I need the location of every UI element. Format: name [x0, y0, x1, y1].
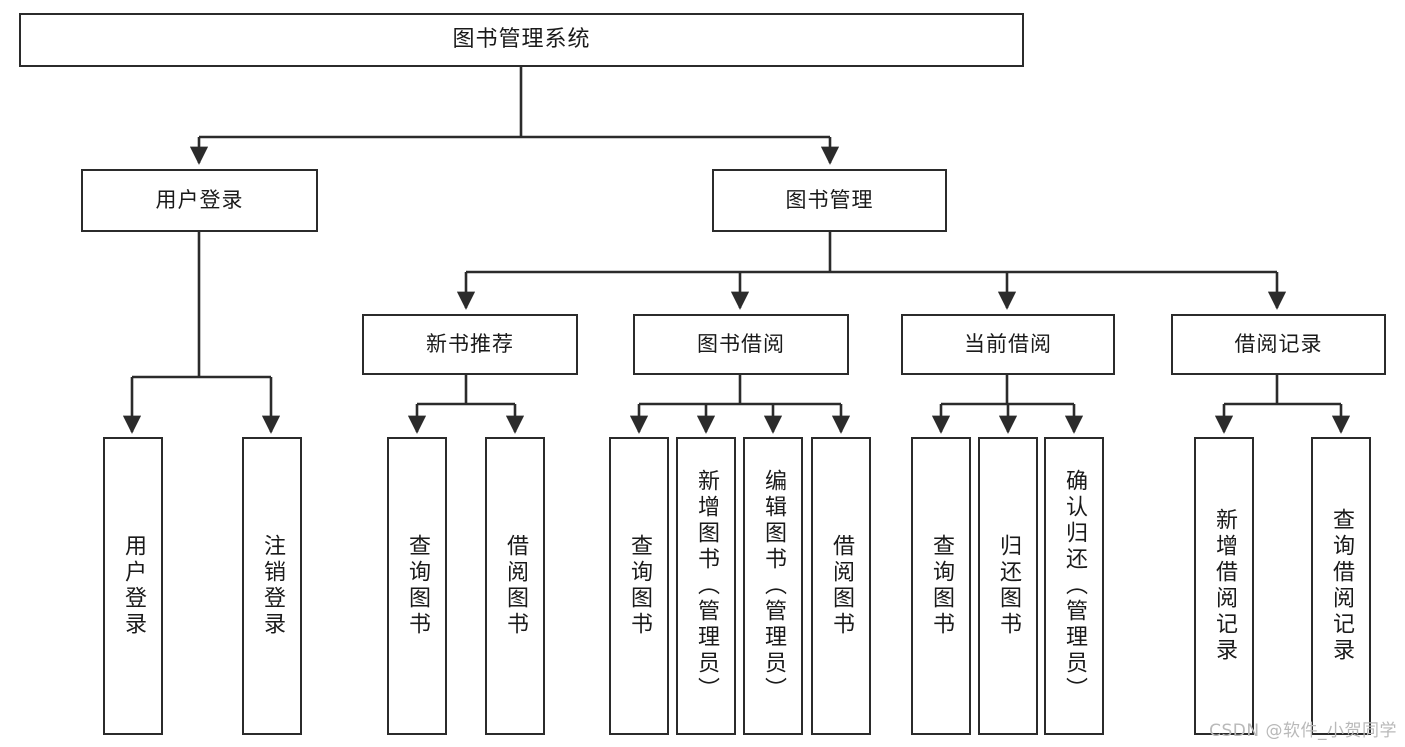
node-leaf-user-login[interactable]: 用户登录 — [103, 437, 163, 735]
node-book-manage-label: 图书管理 — [785, 187, 874, 212]
node-book-manage[interactable]: 图书管理 — [712, 169, 947, 232]
node-leaf-logout-label: 注销登录 — [260, 534, 285, 638]
node-user-login-label: 用户登录 — [155, 187, 244, 212]
node-new-book-rec-label: 新书推荐 — [426, 331, 514, 356]
node-new-book-rec[interactable]: 新书推荐 — [362, 314, 578, 375]
node-leaf-query-book-3-label: 查询图书 — [929, 534, 954, 638]
node-leaf-query-book-1[interactable]: 查询图书 — [387, 437, 447, 735]
node-leaf-user-login-label: 用户登录 — [121, 534, 146, 638]
node-borrow-record[interactable]: 借阅记录 — [1171, 314, 1386, 375]
node-leaf-borrow-book-2[interactable]: 借阅图书 — [811, 437, 871, 735]
node-leaf-edit-book[interactable]: 编辑图书（管理员） — [743, 437, 803, 735]
node-leaf-confirm-return[interactable]: 确认归还（管理员） — [1044, 437, 1104, 735]
node-borrow-record-label: 借阅记录 — [1234, 331, 1323, 356]
node-leaf-add-book[interactable]: 新增图书（管理员） — [676, 437, 736, 735]
node-leaf-borrow-book-1[interactable]: 借阅图书 — [485, 437, 545, 735]
node-root[interactable]: 图书管理系统 — [19, 13, 1024, 67]
node-leaf-add-book-label: 新增图书（管理员） — [694, 469, 719, 703]
node-leaf-query-record[interactable]: 查询借阅记录 — [1311, 437, 1371, 735]
node-leaf-add-record[interactable]: 新增借阅记录 — [1194, 437, 1254, 735]
node-leaf-logout[interactable]: 注销登录 — [242, 437, 302, 735]
watermark: CSDN @软件_小贺同学 — [1209, 721, 1397, 741]
node-leaf-return-book-label: 归还图书 — [996, 534, 1021, 638]
node-leaf-query-book-2[interactable]: 查询图书 — [609, 437, 669, 735]
node-book-borrow[interactable]: 图书借阅 — [633, 314, 849, 375]
node-leaf-confirm-return-label: 确认归还（管理员） — [1062, 469, 1087, 703]
node-leaf-query-book-1-label: 查询图书 — [405, 534, 430, 638]
node-root-label: 图书管理系统 — [452, 26, 591, 52]
node-leaf-add-record-label: 新增借阅记录 — [1212, 508, 1237, 664]
node-leaf-query-record-label: 查询借阅记录 — [1329, 508, 1354, 664]
node-leaf-borrow-book-1-label: 借阅图书 — [503, 534, 528, 638]
node-leaf-query-book-2-label: 查询图书 — [627, 534, 652, 638]
node-leaf-edit-book-label: 编辑图书（管理员） — [761, 469, 786, 703]
node-leaf-query-book-3[interactable]: 查询图书 — [911, 437, 971, 735]
node-leaf-borrow-book-2-label: 借阅图书 — [829, 534, 854, 638]
node-book-borrow-label: 图书借阅 — [697, 331, 785, 356]
node-current-borrow[interactable]: 当前借阅 — [901, 314, 1115, 375]
node-leaf-return-book[interactable]: 归还图书 — [978, 437, 1038, 735]
node-user-login[interactable]: 用户登录 — [81, 169, 318, 232]
node-current-borrow-label: 当前借阅 — [964, 331, 1052, 356]
